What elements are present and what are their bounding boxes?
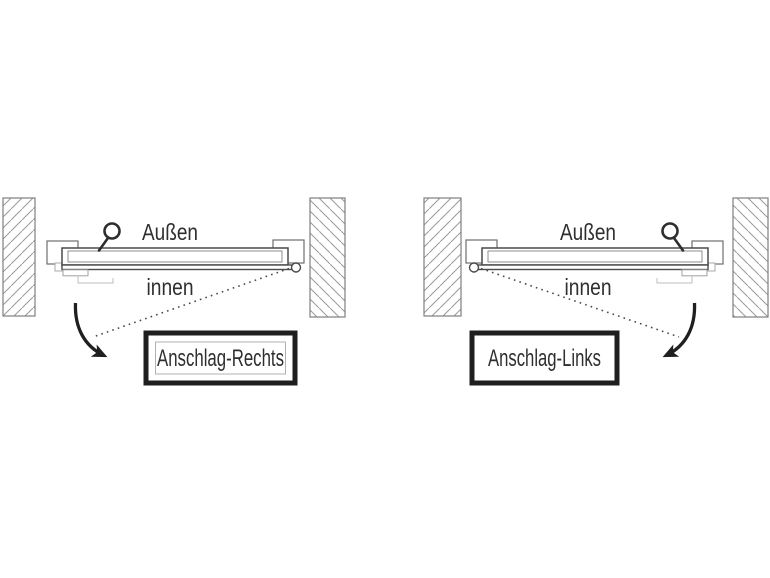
- swing-arrow: [73, 302, 108, 358]
- caption-label: Anschlag-Rechts: [157, 345, 284, 372]
- door-bottom-plate: [61, 264, 294, 271]
- door-bottom-plate: [476, 264, 709, 271]
- latch-hardware: [62, 269, 89, 277]
- caption-box-anschlag-rechts: Anschlag-Rechts: [143, 330, 298, 386]
- wall-right-hatched: [309, 197, 346, 318]
- inside-label: innen: [565, 274, 612, 300]
- inside-label: innen: [147, 274, 194, 300]
- wall-right-hatched: [732, 197, 769, 318]
- caption-box-anschlag-links: Anschlag-Links: [469, 330, 620, 386]
- latch-hardware-arm: [656, 275, 693, 284]
- door-swing-dotted-line: [480, 267, 680, 338]
- door-slab-inner-panel: [487, 250, 703, 263]
- door-handle-icon: [661, 222, 685, 252]
- hinge-pivot-icon: [468, 262, 480, 273]
- wall-left-hatched: [2, 197, 36, 317]
- wall-left-hatched: [423, 197, 462, 317]
- diagram-anschlag-rechts: Außen innen Anschlag-Rechts: [2, 197, 346, 386]
- latch-hardware: [681, 269, 708, 277]
- hinge-pivot-icon: [290, 262, 302, 273]
- swing-arrow: [662, 302, 697, 358]
- outside-label: Außen: [560, 219, 616, 245]
- latch-hardware-arm: [77, 275, 114, 284]
- outside-label: Außen: [142, 219, 198, 245]
- caption-label: Anschlag-Links: [488, 345, 601, 372]
- door-handle-icon: [97, 222, 121, 252]
- door-slab-inner-panel: [67, 250, 283, 263]
- diagram-anschlag-links: Außen innen Anschlag-Links: [423, 197, 769, 386]
